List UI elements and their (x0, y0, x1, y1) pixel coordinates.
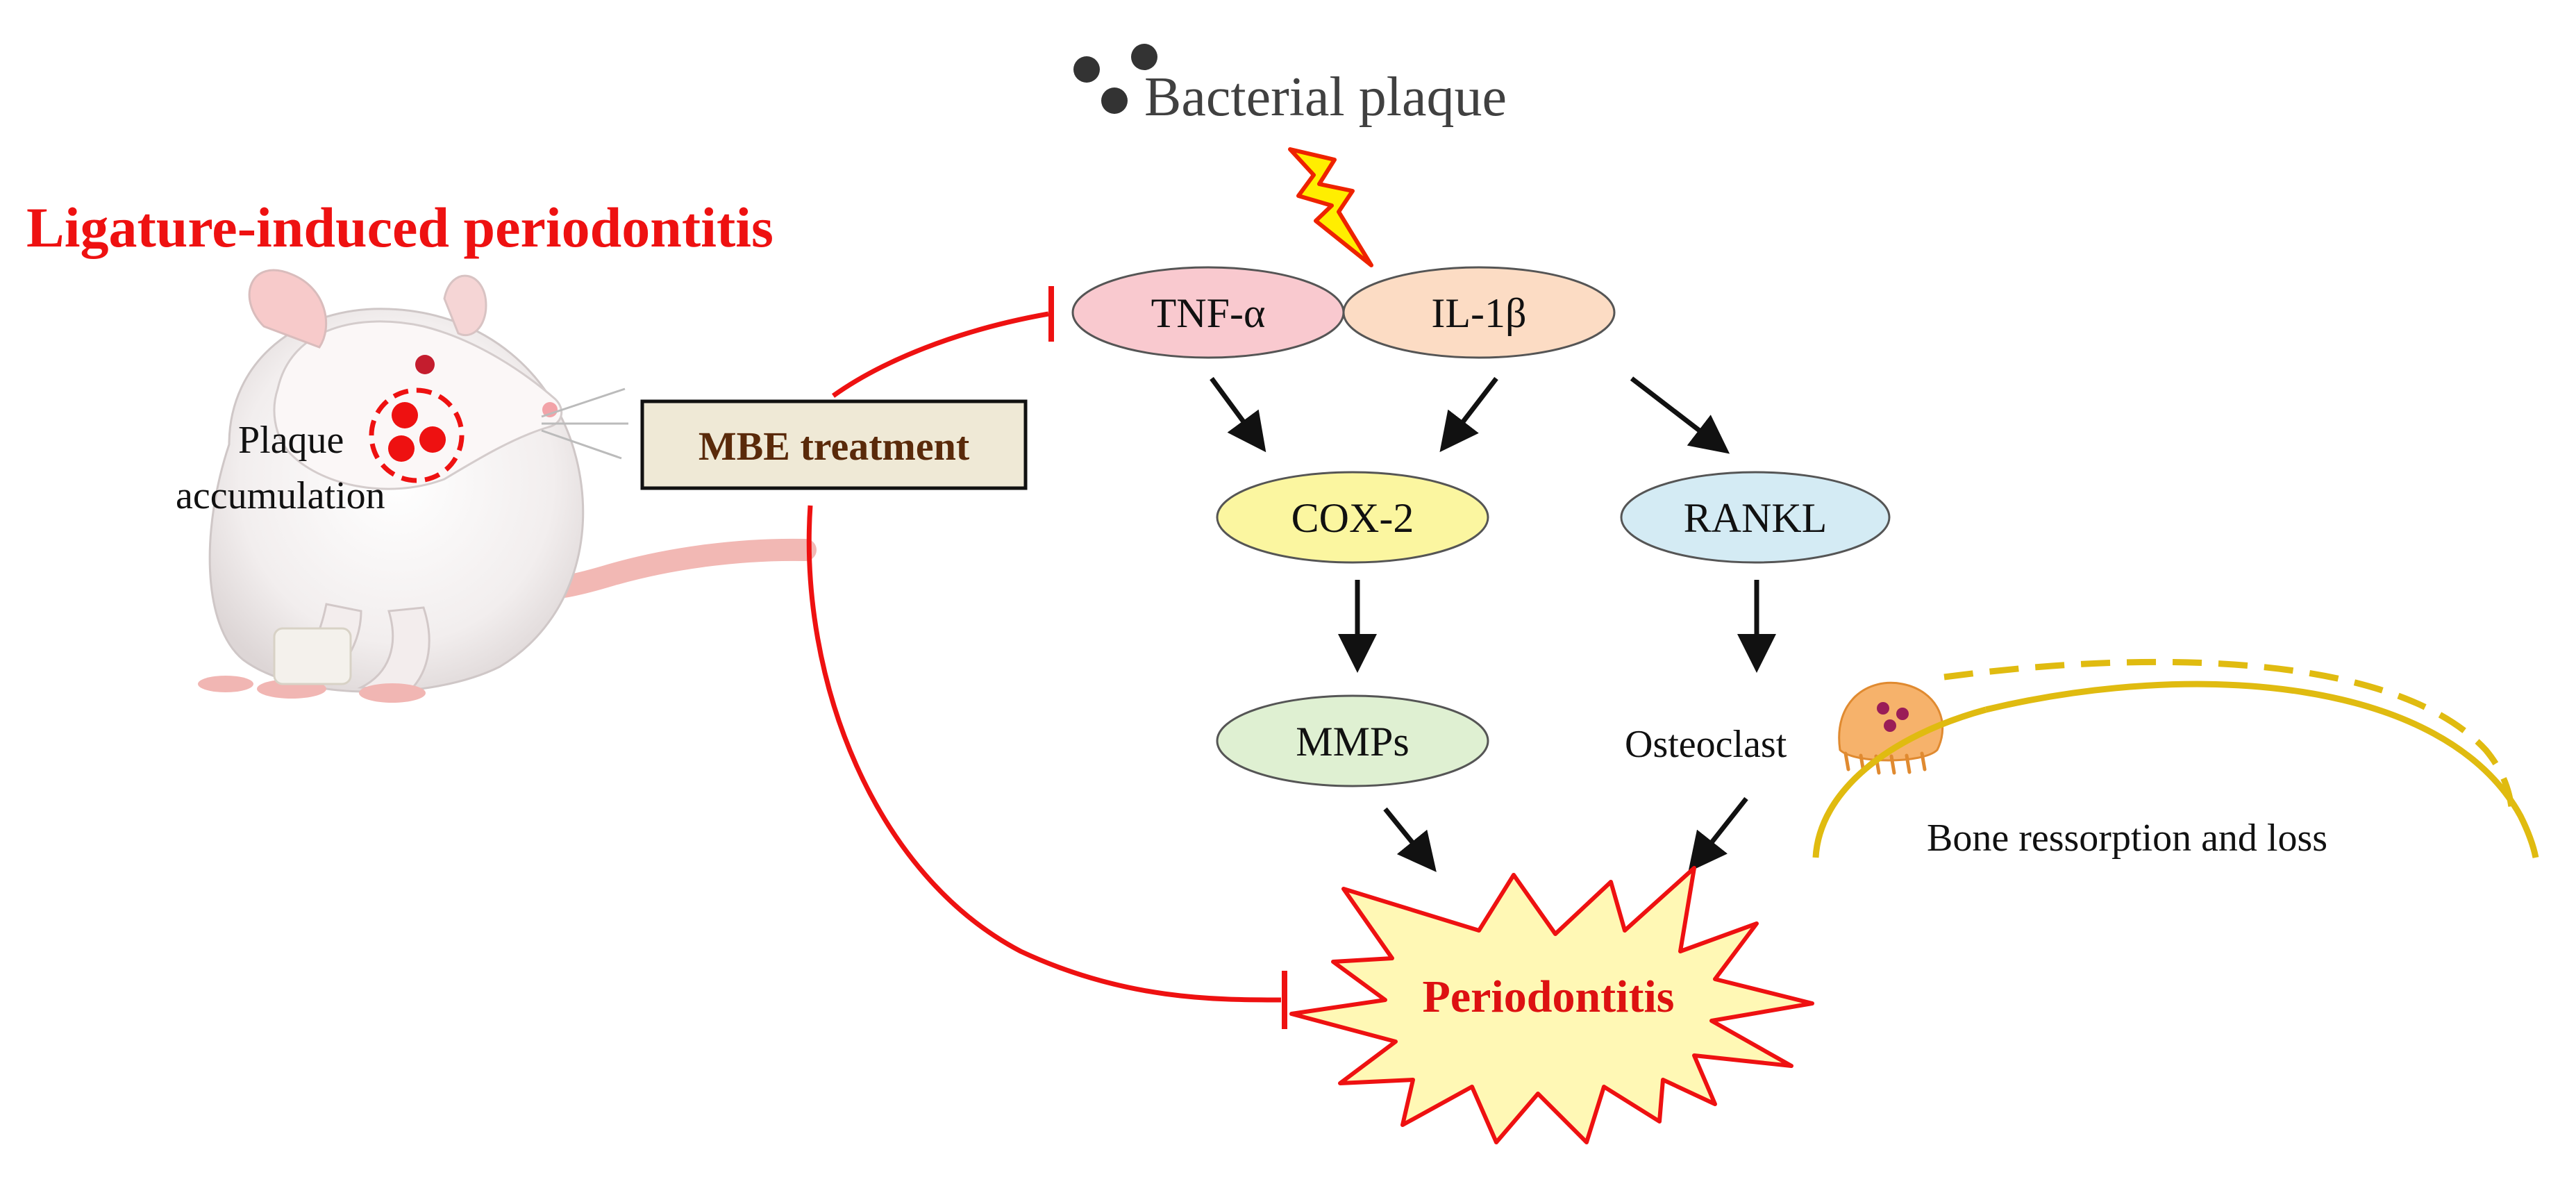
node-tnf-alpha: TNF-α (1071, 266, 1345, 359)
arrow-mmps-to-periodontitis (1383, 807, 1437, 872)
treatment-box: MBE treatment (640, 399, 1028, 490)
arrow-tnf-to-cox2 (1210, 376, 1266, 453)
node-cox2: COX-2 (1216, 471, 1489, 564)
inhibition-to-cytokines (831, 286, 1054, 398)
lightning-icon (1288, 147, 1373, 267)
plaque-marker (369, 387, 465, 483)
bone-arc (1812, 658, 2539, 858)
plaque-label: Plaque (238, 419, 344, 462)
outcome-label: Periodontitis (1423, 971, 1675, 1022)
bacteria-dots-icon (1073, 44, 1157, 114)
osteoclast-icon (1838, 681, 1944, 775)
rat-illustration (198, 269, 817, 703)
node-il1-beta: IL-1β (1342, 266, 1616, 359)
node-mmps-label: MMPs (1296, 719, 1409, 765)
trigger-label: Bacterial plaque (1144, 67, 1507, 128)
node-tnf-alpha-label: TNF-α (1151, 290, 1266, 336)
arrow-osteoclast-to-periodontitis (1688, 796, 1748, 872)
node-cox2-label: COX-2 (1291, 495, 1414, 541)
node-il1-beta-label: IL-1β (1431, 290, 1526, 336)
node-rankl-label: RANKL (1684, 495, 1828, 541)
diagram-title: Ligature-induced periodontitis (26, 196, 773, 259)
bone-label: Bone ressorption and loss (1927, 817, 2327, 860)
node-osteoclast-label: Osteoclast (1625, 723, 1787, 766)
node-mmps: MMPs (1216, 694, 1489, 787)
inhibition-to-periodontitis (806, 505, 1287, 1029)
outcome-starburst: Periodontitis (1289, 866, 1814, 1144)
node-rankl: RANKL (1620, 471, 1891, 564)
treatment-label: MBE treatment (699, 424, 970, 469)
arrow-il1b-to-cox2 (1439, 376, 1498, 453)
arrow-il1b-to-rankl (1630, 376, 1730, 454)
accumulation-label: accumulation (176, 474, 385, 517)
